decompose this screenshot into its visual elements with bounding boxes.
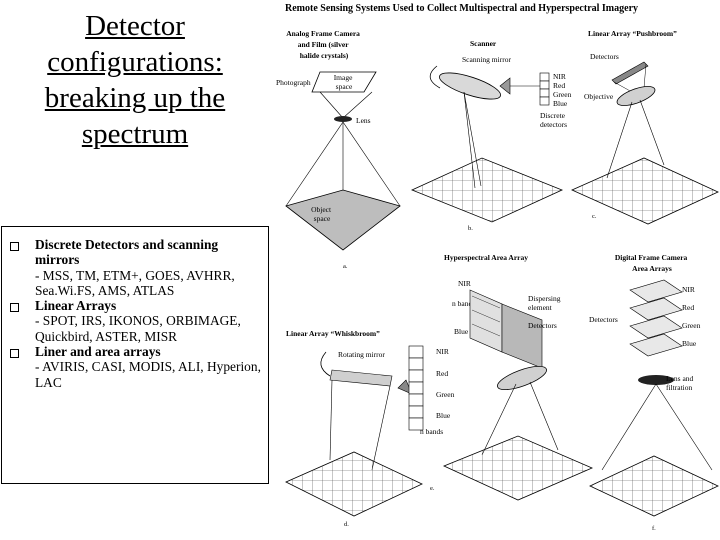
panel-f-frame-camera: Digital Frame Camera Area Arrays NIR Red… bbox=[589, 253, 719, 532]
lens-label: Lens bbox=[356, 116, 371, 125]
bullet-heading: Liner and area arrays bbox=[35, 344, 161, 360]
bullet-list: Discrete Detectors and scanning mirrors … bbox=[2, 227, 268, 390]
discrete-detectors-label: Discrete detectors bbox=[540, 111, 567, 129]
panel-c-pushbroom: Linear Array “Pushbroom” Detectors Objec… bbox=[571, 29, 719, 225]
bullet-heading: Linear Arrays bbox=[35, 298, 117, 314]
scanner-ground-grid bbox=[410, 157, 564, 223]
panel-f-letter: f. bbox=[652, 525, 656, 532]
bullet-item-discrete-detectors: Discrete Detectors and scanning mirrors … bbox=[2, 237, 262, 298]
whiskbroom-ground-grid bbox=[285, 451, 423, 517]
panel-e-letter: e. bbox=[430, 485, 435, 492]
hyperspectral-ground-grid bbox=[442, 435, 594, 501]
panel-b-scanner: Scanner Scanning mirror NIR Red Green Bl… bbox=[410, 39, 573, 232]
panel-e-hyperspectral: Hyperspectral Area Array NIR n bands Blu… bbox=[430, 253, 594, 501]
film-plane bbox=[311, 71, 377, 93]
whiskbroom-band-labels: NIR Red Green Blue bbox=[436, 347, 456, 420]
hyperspectral-n-bands-label: n bands bbox=[452, 299, 475, 308]
whiskbroom-detector-column bbox=[408, 345, 424, 431]
object-space-pyramid-base bbox=[285, 189, 401, 251]
objective-label: Objective bbox=[584, 92, 614, 101]
panel-b-heading: Scanner bbox=[470, 39, 497, 48]
scanner-optic bbox=[439, 72, 501, 100]
whiskbroom-n-bands-label: n bands bbox=[420, 427, 443, 436]
hyperspectral-blue-label: Blue bbox=[454, 327, 469, 336]
bullet-subtext: - MSS, TM, ETM+, GOES, AVHRR, Sea.Wi.FS,… bbox=[35, 267, 235, 298]
bullet-item-area-arrays: Liner and area arrays - AVIRIS, CASI, MO… bbox=[2, 344, 262, 390]
panel-f-heading: Digital Frame Camera Area Arrays bbox=[615, 253, 689, 273]
remote-sensing-figure: Remote Sensing Systems Used to Collect M… bbox=[276, 3, 719, 532]
panel-d-heading: Linear Array “Whiskbroom” bbox=[286, 329, 380, 338]
scanning-mirror-label: Scanning mirror bbox=[462, 55, 511, 64]
lens-icon bbox=[334, 116, 352, 122]
bullet-textbox: Discrete Detectors and scanning mirrors … bbox=[1, 226, 269, 484]
panel-c-letter: c. bbox=[592, 213, 597, 220]
bullet-subtext: - SPOT, IRS, IKONOS, ORBIMAGE, Quickbird… bbox=[35, 313, 241, 344]
panel-e-heading: Hyperspectral Area Array bbox=[444, 253, 528, 262]
frame-camera-band-labels: NIR Red Green Blue bbox=[682, 285, 702, 348]
frame-camera-detectors-label: Detectors bbox=[589, 315, 618, 324]
whiskbroom-optic bbox=[329, 369, 393, 387]
mirror-rotation-arrow bbox=[320, 351, 331, 377]
lens-filtration-label: Lens and filtration bbox=[666, 374, 695, 392]
hyperspectral-detectors-label: Detectors bbox=[528, 321, 557, 330]
figure-title: Remote Sensing Systems Used to Collect M… bbox=[285, 3, 638, 14]
detector-stack bbox=[539, 72, 550, 106]
image-space-label: Image space bbox=[334, 73, 355, 91]
panel-d-letter: d. bbox=[344, 521, 349, 528]
frame-camera-ground-grid bbox=[589, 455, 719, 517]
panel-a-heading: Analog Frame Camera and Film (silver hal… bbox=[286, 29, 362, 60]
area-array-stack bbox=[629, 279, 683, 357]
slide-title: Detector configurations: breaking up the… bbox=[44, 10, 226, 150]
square-bullet-icon bbox=[10, 303, 19, 313]
pushbroom-detectors-label: Detectors bbox=[590, 52, 619, 61]
panel-a-letter: a. bbox=[343, 263, 348, 270]
scan-rotation-arrow bbox=[429, 65, 441, 89]
scan-mirror bbox=[499, 77, 511, 95]
rotating-mirror-label: Rotating mirror bbox=[338, 350, 385, 359]
objective-lens-icon bbox=[616, 86, 656, 106]
dispersing-element-label: Dispersing element bbox=[528, 294, 562, 312]
pushbroom-ground-grid bbox=[571, 157, 719, 225]
panel-d-whiskbroom: Linear Array “Whiskbroom” Rotating mirro… bbox=[285, 329, 456, 528]
hyperspectral-nir-label: NIR bbox=[458, 279, 471, 288]
linear-detector-array bbox=[611, 61, 649, 85]
photograph-label: Photograph bbox=[276, 78, 311, 87]
square-bullet-icon bbox=[10, 349, 19, 359]
panel-b-letter: b. bbox=[468, 225, 473, 232]
object-space-label: Object space bbox=[311, 205, 333, 223]
scanner-band-labels: NIR Red Green Blue bbox=[553, 72, 573, 108]
bullet-item-linear-arrays: Linear Arrays - SPOT, IRS, IKONOS, ORBIM… bbox=[2, 298, 262, 344]
hyperspectral-lens bbox=[497, 365, 547, 391]
square-bullet-icon bbox=[10, 242, 19, 251]
hyperspectral-array-side bbox=[501, 303, 543, 369]
panel-a-frame-camera: Analog Frame Camera and Film (silver hal… bbox=[276, 29, 401, 270]
bullet-subtext: - AVIRIS, CASI, MODIS, ALI, Hyperion, LA… bbox=[35, 359, 261, 390]
panel-c-heading: Linear Array “Pushbroom” bbox=[588, 29, 677, 38]
frame-camera-lens-icon bbox=[638, 375, 674, 385]
bullet-heading: Discrete Detectors and scanning mirrors bbox=[35, 237, 219, 268]
